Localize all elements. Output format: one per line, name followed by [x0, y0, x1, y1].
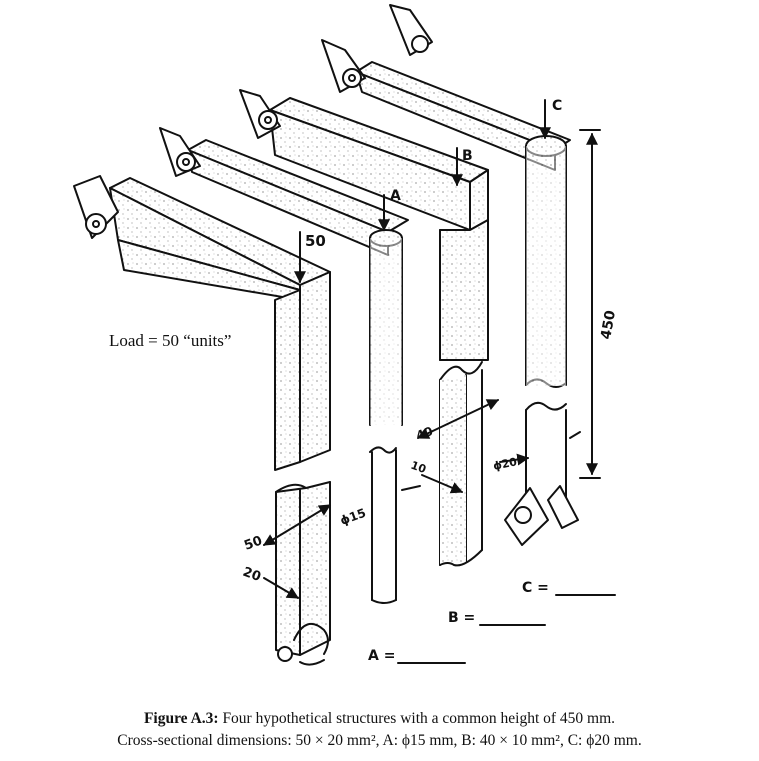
main-depth-label: 20 [241, 565, 263, 585]
height-label: 450 [598, 309, 619, 341]
structure-a-label: A [390, 188, 401, 204]
main-width-label: 50 [242, 533, 264, 553]
dim-line-main-width [262, 504, 332, 546]
structures-drawing: 50 C B A 450 50 20 ϕ15 40 10 ϕ20 A = B =… [73, 4, 619, 666]
caption-text-1: Four hypothetical structures with a comm… [218, 710, 616, 727]
column-b [439, 219, 489, 567]
a-diameter-label: ϕ15 [338, 506, 367, 528]
beam-a [159, 127, 409, 256]
column-a [369, 229, 403, 604]
structure-c-label: C [552, 98, 562, 114]
b-depth-label: 10 [409, 459, 428, 477]
dim-line-a [401, 485, 421, 491]
load-value-label: 50 [305, 232, 326, 250]
beam-c [321, 4, 571, 171]
caption-line-1: Figure A.3: Four hypothetical structures… [0, 708, 759, 730]
load-label: Load = 50 “units” [109, 331, 232, 350]
dim-line-b-depth [421, 474, 464, 494]
answer-prompt-c: C = [522, 580, 549, 596]
b-width-label: 40 [414, 424, 434, 443]
dim-line-b-width [416, 399, 500, 439]
c-diameter-label: ϕ20 [492, 455, 519, 473]
height-dimension [579, 129, 601, 479]
column-c [504, 135, 579, 546]
structure-b-label: B [462, 148, 473, 164]
answer-prompt-a: A = [368, 648, 395, 664]
dim-line-main-depth [263, 577, 300, 599]
caption-prefix: Figure A.3: [143, 710, 219, 727]
figure-caption: Figure A.3: Four hypothetical structures… [0, 708, 759, 752]
caption-line-2: Cross-sectional dimensions: 50 × 20 mm²,… [117, 732, 642, 749]
answer-prompt-b: B = [448, 610, 475, 626]
dim-line-c [499, 453, 530, 466]
beam-main [73, 175, 331, 471]
